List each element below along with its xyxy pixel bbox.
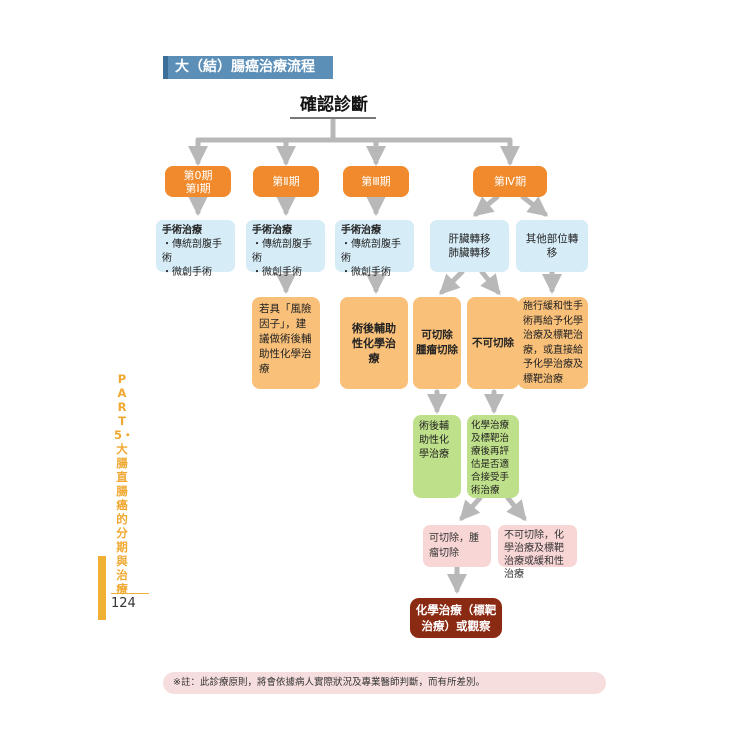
arrow-liver-unresectable (479, 269, 501, 296)
surgery-heading: 手術治療 (252, 225, 292, 236)
footnote: ※註：此診療原則，將會依據病人實際狀況及專業醫師判斷，而有所差別。 (163, 672, 606, 694)
stage-0-label: 第0期 (183, 168, 213, 182)
surgery-minimal-item: ・微創手術 (252, 267, 302, 278)
arrow-chemo-resect (459, 495, 483, 521)
surgery-box-stage0: 手術治療 ・傳統剖腹手術 ・微創手術 (156, 220, 235, 278)
page-number-rule (111, 593, 149, 594)
lung-metastasis-label: 肺臟轉移 (448, 247, 491, 259)
other-metastasis-label: 其他部位轉移 (525, 233, 579, 259)
unresectable-label: 不可切除 (472, 336, 514, 349)
stage-4-label: 第Ⅳ期 (493, 175, 527, 188)
post-op-chemo-label: 術後輔助性化學治療 (419, 421, 449, 460)
liver-lung-metastasis-box: 肝臟轉移 肺臟轉移 (430, 220, 509, 272)
surgery-heading: 手術治療 (341, 225, 381, 236)
surgery-heading: 手術治療 (162, 225, 202, 236)
unresect-after-label: 不可切除，化學治療及標靶治療或緩和性治療 (504, 530, 564, 580)
page-title: 大（結）腸癌治療流程 (163, 56, 333, 79)
tumor-resection-label: 腫瘤切除 (416, 344, 458, 356)
arrow-stage4-liver (472, 194, 500, 217)
other-metastasis-box: 其他部位轉移 (516, 220, 588, 272)
stage2-risk-note: 若具「風險因子」，建議做術後輔助性化學治療 (259, 303, 312, 375)
stage3-adjuvant-box: 術後輔助性化學治療 (340, 297, 408, 389)
surgery-box-stage2: 手術治療 ・傳統剖腹手術 ・微創手術 (246, 220, 325, 278)
stage-1-label: 第Ⅰ期 (185, 181, 211, 195)
other-treatment-label: 施行緩和性手術再給予化學治療及標靶治療，或直接給予化學治療及標靶治療 (523, 301, 583, 385)
surgery-box-stage3: 手術治療 ・傳統剖腹手術 ・微創手術 (335, 220, 414, 278)
arrow-stage4-other (520, 194, 549, 217)
resect-after-label: 可切除，腫瘤切除 (429, 533, 479, 559)
surgery-minimal-item: ・微創手術 (341, 267, 391, 278)
stage2-risk-note-box: 若具「風險因子」，建議做術後輔助性化學治療 (252, 297, 320, 389)
chemo-target-reassess-label: 化學治療及標靶治療後再評估是否適合接受手術治療 (471, 420, 510, 496)
other-treatment-box: 施行緩和性手術再給予化學治療及標靶治療，或直接給予化學治療及標靶治療 (518, 297, 588, 389)
resectable-box: 可切除 腫瘤切除 (413, 297, 461, 389)
page-number: 124 (111, 596, 136, 611)
surgery-open-item: ・傳統剖腹手術 (252, 239, 312, 264)
surgery-open-item: ・傳統剖腹手術 (162, 239, 222, 264)
resect-after-box: 可切除，腫瘤切除 (423, 525, 491, 567)
stage-2-label: 第Ⅱ期 (272, 175, 300, 188)
side-chapter-label: PART5・大腸直腸癌的分期與治療 (114, 372, 134, 596)
stage-2-node: 第Ⅱ期 (253, 166, 319, 197)
stage3-adjuvant-label: 術後輔助性化學治療 (352, 321, 396, 365)
arrow-liver-resectable (439, 269, 465, 295)
post-op-chemo-box: 術後輔助性化學治療 (413, 415, 461, 498)
surgery-open-item: ・傳統剖腹手術 (341, 239, 401, 264)
stage-0-1-node: 第0期 第Ⅰ期 (165, 166, 231, 197)
resectable-label: 可切除 (421, 329, 453, 341)
final-line2: 治療）或觀察 (421, 619, 491, 633)
stage-3-node: 第Ⅲ期 (343, 166, 409, 197)
confirm-underline (290, 117, 376, 119)
side-accent-bar (98, 556, 106, 620)
arrow-chemo-unresect (505, 495, 527, 522)
confirm-diagnosis-node: 確認診斷 (300, 95, 368, 115)
final-line1: 化學治療（標靶 (415, 603, 497, 617)
stage-3-label: 第Ⅲ期 (361, 175, 391, 188)
unresect-after-box: 不可切除，化學治療及標靶治療或緩和性治療 (498, 525, 577, 580)
stage-4-node: 第Ⅳ期 (473, 166, 547, 197)
surgery-minimal-item: ・微創手術 (162, 267, 212, 278)
liver-metastasis-label: 肝臟轉移 (448, 233, 491, 245)
chemo-target-reassess-box: 化學治療及標靶治療後再評估是否適合接受手術治療 (467, 415, 519, 498)
unresectable-box: 不可切除 (467, 297, 519, 389)
final-chemo-observation-box: 化學治療（標靶 治療）或觀察 (410, 598, 502, 638)
